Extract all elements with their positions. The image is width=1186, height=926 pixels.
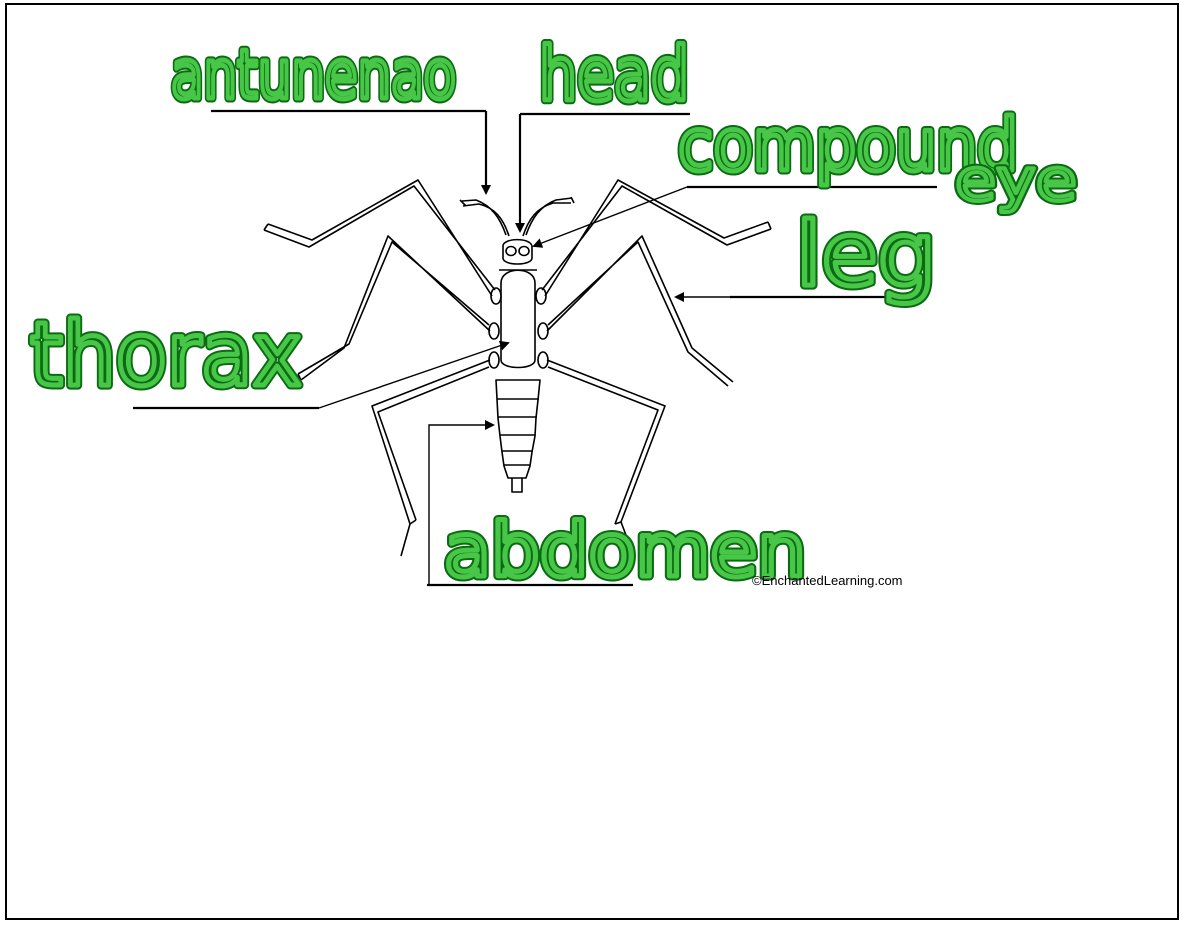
credit-text: ©EnchantedLearning.com: [752, 573, 903, 588]
label-compound-eye-line2-fill: eye: [955, 146, 1077, 214]
label-antennae-fill: antunenao: [171, 36, 456, 115]
label-abdomen: abdomen: [444, 508, 806, 594]
insect-head: [502, 238, 533, 265]
insect-thorax: [488, 269, 549, 369]
handwritten-labels: antunenao antunenao head head compound c…: [26, 28, 1082, 599]
leg-middle-right: [546, 235, 734, 387]
diagram-frame: [5, 3, 1179, 920]
leg-middle-left: [297, 235, 491, 381]
insect-drawing: [263, 179, 772, 557]
label-thorax: thorax: [30, 303, 302, 406]
thorax-pointer-arrow: [318, 340, 510, 409]
label-head: head: [539, 32, 689, 118]
label-compound-eye-line1-fill: compound: [678, 103, 1018, 187]
antenna-right: [522, 196, 575, 237]
label-compound-eye-line2: eye: [955, 146, 1077, 214]
label-leg-fill: leg: [796, 203, 936, 306]
label-lines: [133, 109, 937, 587]
antenna-left: [459, 199, 510, 237]
leg-front-right: [541, 179, 772, 297]
leg-hind-left: [371, 359, 491, 557]
leg-front-left: [263, 179, 496, 297]
leg-hind-right: [546, 359, 666, 557]
label-abdomen-fill: abdomen: [444, 508, 806, 594]
compound-eye-pointer-arrow: [532, 186, 688, 248]
insect-abdomen: [495, 379, 541, 493]
label-thorax-fill: thorax: [30, 303, 302, 406]
abdomen-bracket-line: [428, 420, 495, 585]
label-leg: leg: [796, 203, 936, 306]
label-compound-eye-line1: compound: [678, 103, 1018, 187]
label-antennae: antunenao: [171, 36, 456, 115]
label-head-fill: head: [539, 32, 689, 118]
